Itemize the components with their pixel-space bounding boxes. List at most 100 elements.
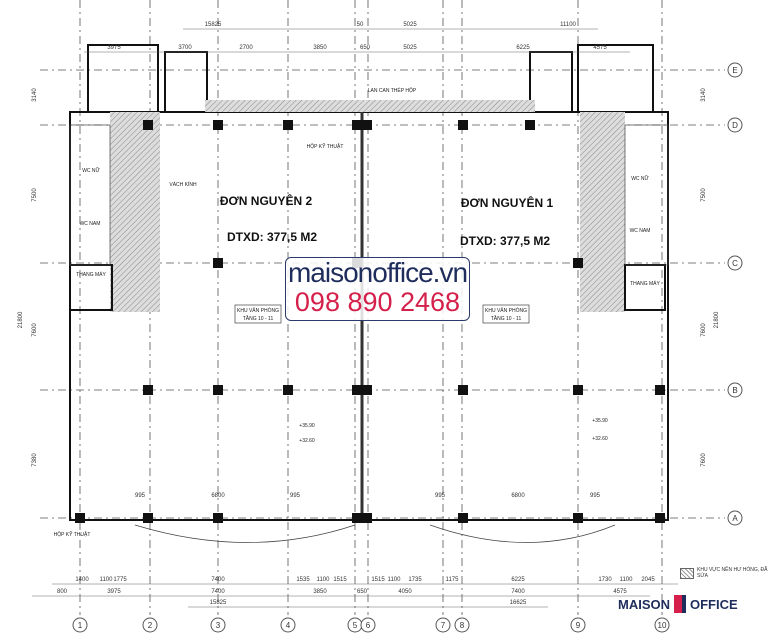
dimension-label: 2045	[641, 577, 655, 583]
dimension-label: 1735	[408, 577, 422, 583]
unit-2-name: ĐƠN NGUYÊN 2	[220, 193, 313, 208]
column	[143, 385, 153, 395]
zone-1: KHU VĂN PHÒNG	[485, 307, 527, 314]
logo-left: MAISON	[618, 596, 670, 612]
stair-right	[577, 44, 654, 113]
zone-2: KHU VĂN PHÒNG	[237, 307, 279, 314]
column	[655, 513, 665, 523]
dimension-label: 6225	[511, 577, 525, 583]
axis-marker	[727, 117, 743, 133]
column	[352, 385, 362, 395]
column	[362, 385, 372, 395]
dimension-label: 50	[357, 22, 364, 28]
column	[458, 513, 468, 523]
dimension-label: 1730	[598, 577, 612, 583]
level-2-left: +32.60	[299, 438, 315, 444]
dimension-label: 7400	[511, 589, 525, 595]
floors-2: TẦNG 10 - 11	[243, 315, 274, 322]
axis-label: C	[732, 259, 738, 268]
axis-label: 7	[441, 621, 446, 630]
inner-dimension: 995	[435, 493, 446, 499]
logo: MAISON OFFICE	[618, 595, 738, 613]
axis-label: 3	[216, 621, 221, 630]
railing-label: LAN CAN THÉP HỘP	[368, 87, 417, 94]
glass-label: VÁCH KÍNH	[169, 181, 197, 188]
dimension-label: 11100	[560, 22, 576, 28]
level-1-right: +35.90	[592, 418, 608, 424]
inner-dimension: 995	[290, 493, 301, 499]
elevator-label-right: THANG MÁY	[630, 280, 660, 287]
axis-label: A	[732, 514, 738, 523]
dimension-label: 1100	[388, 577, 402, 583]
dimension-label: 800	[57, 589, 68, 595]
dimension-label: 1515	[333, 577, 347, 583]
core-hatch-right	[580, 112, 625, 312]
axis-marker	[727, 62, 743, 78]
level-2-right: +32.60	[592, 436, 608, 442]
curved-facade-right	[429, 524, 616, 543]
core-hatch-left	[110, 112, 160, 312]
column	[525, 120, 535, 130]
side-dimension-left: 21800	[18, 311, 24, 328]
shaft-label-top: HỘP KỸ THUẬT	[307, 143, 344, 150]
axis-label: 6	[366, 621, 371, 630]
column	[283, 385, 293, 395]
watermark-site: maisonoffice.vn	[287, 257, 468, 288]
dimension-label: 2700	[239, 45, 253, 51]
logo-mark	[674, 595, 686, 613]
dimension-label: 16625	[510, 600, 527, 606]
axis-marker	[280, 617, 296, 633]
elevator-top-right	[529, 51, 573, 113]
dimension-label: 1100	[620, 577, 634, 583]
level-1-left: +35.90	[299, 423, 315, 429]
axis-label: 4	[286, 621, 291, 630]
columns	[75, 120, 665, 523]
axis-marker	[570, 617, 586, 633]
side-dimension-left: 7380	[32, 453, 38, 467]
column	[362, 513, 372, 523]
unit-2-area: DTXD: 377,5 M2	[227, 230, 317, 244]
dimension-label: 15825	[210, 600, 227, 606]
legend: KHU VỰC NỀN HƯ HỎNG, ĐÃ SỬA	[680, 567, 768, 579]
axis-label: E	[732, 66, 737, 75]
floors-1: TẦNG 10 - 11	[491, 315, 522, 322]
axis-label: D	[732, 121, 738, 130]
column	[213, 513, 223, 523]
inner-dimension: 6800	[211, 493, 225, 499]
column	[352, 513, 362, 523]
wc-male-label: WC NAM	[80, 221, 101, 227]
dimension-label: 5025	[403, 22, 417, 28]
wc-female-label: WC NỮ	[82, 167, 100, 174]
dimension-label: 3850	[313, 589, 327, 595]
wc-left	[69, 124, 111, 266]
axis-label: 10	[658, 621, 667, 630]
dimension-label: 3975	[107, 589, 121, 595]
axis-label: 9	[576, 621, 581, 630]
axis-marker	[435, 617, 451, 633]
corridor-hatch	[205, 100, 535, 112]
dimension-label: 5025	[403, 45, 417, 51]
dimension-label: 4575	[593, 45, 607, 51]
column	[352, 120, 362, 130]
column	[362, 120, 372, 130]
elevator-label: THANG MÁY	[76, 271, 106, 278]
column	[143, 513, 153, 523]
column	[75, 513, 85, 523]
shaft-label-bottom: HỘP KỸ THUẬT	[54, 531, 91, 538]
side-dimension-right: 7600	[701, 323, 707, 337]
column	[573, 258, 583, 268]
dimension-label: 7400	[211, 577, 225, 583]
logo-right: OFFICE	[690, 596, 738, 612]
dimension-label: 4050	[398, 589, 412, 595]
axis-marker	[142, 617, 158, 633]
side-dimension-left: 7500	[32, 188, 38, 202]
dimension-label: 1400	[75, 577, 89, 583]
inner-dimension: 995	[135, 493, 146, 499]
dimension-label: 1100	[100, 577, 114, 583]
column	[458, 120, 468, 130]
side-dimension-right: 7600	[701, 453, 707, 467]
dimension-label: 7400	[211, 589, 225, 595]
watermark: maisonoffice.vn 098 890 2468	[285, 257, 470, 321]
